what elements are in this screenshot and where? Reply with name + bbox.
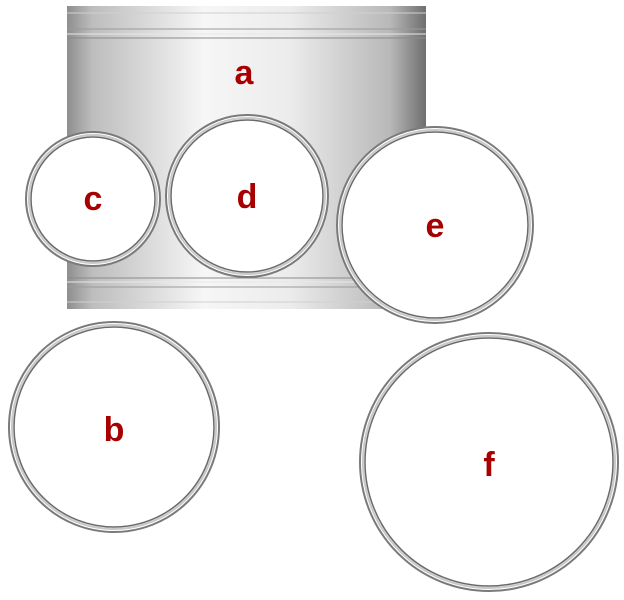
drum-head-b: b	[8, 321, 220, 533]
drum-heads: c d e b f	[8, 114, 619, 592]
shell-top-hoop	[67, 6, 426, 38]
drum-head-e: e	[336, 126, 534, 324]
drum-head-c: c	[25, 131, 161, 267]
label-f: f	[483, 446, 495, 484]
drum-head-f: f	[359, 332, 619, 592]
label-e: e	[426, 207, 445, 245]
label-c: c	[84, 180, 103, 218]
label-a: a	[235, 54, 255, 92]
drum-head-d: d	[165, 114, 329, 278]
label-d: d	[237, 178, 258, 216]
label-b: b	[104, 411, 125, 449]
